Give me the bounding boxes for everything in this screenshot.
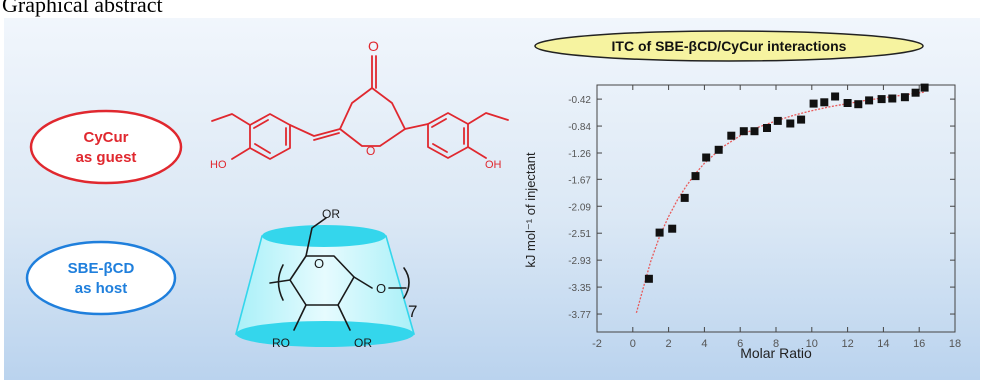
y-axis-ticks: -0.42 -0.84 -1.26 -1.67 -2.09 -2.51 -2.93 -3.35…	[568, 95, 955, 321]
data-point	[668, 224, 677, 233]
data-point	[900, 93, 909, 102]
cd-or-top: OR	[322, 207, 340, 221]
guest-label-line1: CyCur	[83, 129, 128, 146]
y-axis-label: kJ mol⁻¹ of injectant	[523, 152, 538, 268]
data-point	[702, 153, 711, 162]
x-tick-label: 4	[701, 338, 707, 350]
data-point	[739, 127, 748, 136]
cycur-right-oh: OH	[485, 159, 502, 171]
x-tick-label: 10	[806, 338, 818, 350]
cd-left-link	[269, 279, 291, 284]
cd-cone-bottom	[236, 321, 414, 347]
data-point	[750, 127, 759, 136]
y-tick-label: -3.35	[568, 283, 591, 294]
x-axis-label: Molar Ratio	[740, 345, 812, 361]
x-tick-label: 14	[877, 338, 889, 350]
cd-link-o: O	[376, 281, 386, 296]
cycur-right-methoxy	[467, 112, 509, 125]
itc-chart: ITC of SBE-βCD/CyCur interactions -2 0 2 4 6…	[523, 30, 961, 361]
abstract-panel	[4, 18, 980, 380]
data-point	[865, 96, 874, 105]
cycur-left-hydroxy	[231, 147, 251, 160]
host-ellipse	[25, 240, 177, 316]
x-tick-label: 2	[666, 338, 672, 350]
y-tick-label: -1.26	[568, 149, 591, 160]
cd-left-bracket	[277, 264, 284, 301]
data-point	[727, 131, 736, 140]
x-tick-label: 0	[630, 338, 636, 350]
cycur-ketone-o: O	[368, 38, 379, 54]
y-tick-label: -0.84	[568, 122, 591, 133]
cycur-right-ring	[427, 112, 469, 159]
data-point	[820, 98, 829, 107]
cyclodextrin-structure: O O OR 7 RO OR	[234, 207, 417, 350]
cycur-left-methoxy	[211, 113, 251, 126]
x-tick-label: -2	[592, 338, 602, 350]
fit-curve-layer	[635, 91, 925, 313]
data-point	[877, 95, 886, 104]
cycur-ring-o: O	[366, 144, 375, 158]
data-point	[920, 83, 929, 92]
data-point	[809, 99, 818, 108]
y-tick-label: -2.93	[568, 256, 591, 267]
chart-title-badge	[534, 30, 924, 62]
graphical-abstract-heading: Graphical abstract	[2, 0, 163, 17]
cd-right-bracket	[403, 267, 410, 299]
x-tick-label: 18	[949, 338, 961, 350]
guest-label-line2: as guest	[76, 149, 137, 166]
fit-curve	[635, 91, 925, 313]
y-tick-label: -3.77	[568, 310, 591, 321]
x-tick-label: 16	[913, 338, 925, 350]
cd-ro-bottom: RO	[272, 336, 290, 350]
cycur-right-hydroxy	[467, 146, 487, 159]
y-tick-label: -2.51	[568, 229, 591, 240]
data-point	[691, 172, 700, 181]
cd-cone	[234, 235, 416, 335]
data-point	[714, 145, 723, 154]
cycur-pyranone	[339, 87, 406, 147]
cd-ch2or	[305, 217, 327, 257]
guest-ellipse	[29, 109, 183, 185]
data-point	[854, 100, 863, 109]
x-axis-ticks: -2 0 2 4 6 8 10 12 14 16 18	[592, 85, 961, 350]
y-tick-label: -2.09	[568, 202, 591, 213]
host-label-line2: as host	[75, 280, 128, 297]
cycur-structure	[211, 55, 509, 160]
guest-label: CyCur as guest	[29, 109, 183, 185]
data-point	[797, 115, 806, 124]
chart-title: ITC of SBE-βCD/CyCur interactions	[612, 38, 847, 54]
data-point	[763, 124, 771, 132]
data-point	[786, 119, 795, 128]
data-point	[843, 99, 852, 107]
cd-ring-o: O	[314, 256, 324, 271]
cd-subscript: 7	[408, 302, 417, 321]
cycur-left-oh: HO	[210, 159, 227, 171]
host-label: SBE-βCD as host	[25, 240, 177, 316]
data-point	[680, 193, 689, 202]
cd-cone-top	[262, 225, 386, 247]
data-point	[911, 88, 920, 97]
data-point	[888, 94, 897, 103]
cycur-ketone	[371, 55, 377, 89]
data-point	[773, 116, 782, 125]
y-tick-label: -0.42	[568, 95, 591, 106]
data-point	[655, 228, 664, 237]
cd-right-link	[353, 276, 407, 289]
x-tick-label: 8	[773, 338, 779, 350]
y-tick-label: -1.67	[568, 175, 591, 186]
x-tick-label: 12	[841, 338, 853, 350]
cd-bond-ro	[293, 304, 307, 331]
data-points-layer	[644, 83, 929, 283]
data-point	[831, 92, 840, 101]
cycur-right-link	[404, 123, 429, 130]
x-tick-label: 6	[737, 338, 743, 350]
cycur-left-vinyl	[289, 124, 341, 141]
data-point	[644, 274, 653, 283]
cd-or-bottom: OR	[354, 336, 372, 350]
cd-bond-or	[337, 304, 351, 331]
host-label-line1: SBE-βCD	[68, 260, 135, 277]
